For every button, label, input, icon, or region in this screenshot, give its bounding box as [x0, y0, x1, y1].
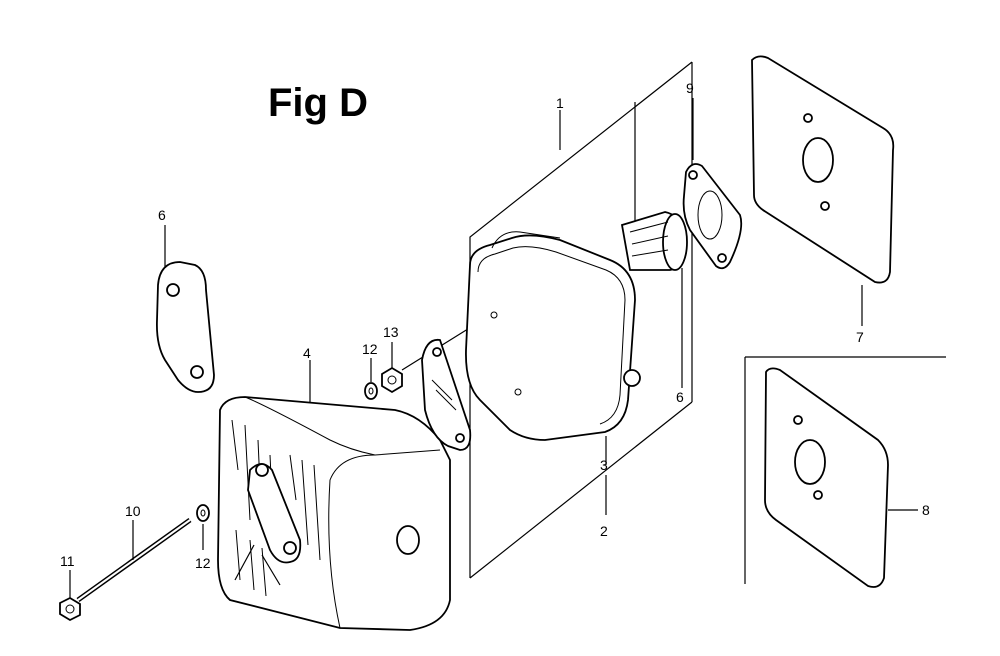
nut	[364, 313, 493, 400]
exhaust-gasket	[682, 98, 743, 270]
callout-12-lower: 12	[195, 555, 211, 571]
callout-2: 2	[600, 523, 608, 539]
washer	[196, 504, 210, 550]
muffler-protector	[217, 360, 451, 631]
callout-12-upper: 12	[362, 341, 378, 357]
callout-7: 7	[856, 329, 864, 345]
spark-arrester-screen	[620, 211, 688, 388]
side-plate	[156, 225, 215, 393]
callout-1: 1	[556, 95, 564, 111]
callout-4: 4	[303, 345, 311, 361]
muffler-body	[465, 231, 641, 515]
insulator-plate-7	[751, 55, 895, 326]
callout-9: 9	[686, 80, 694, 96]
callout-11: 11	[60, 553, 75, 569]
callout-10: 10	[125, 503, 141, 519]
callout-8: 8	[922, 502, 930, 518]
long-bolt	[76, 517, 192, 603]
callout-13: 13	[383, 324, 399, 340]
callout-3: 3	[600, 457, 608, 473]
insulator-plate-8	[744, 356, 946, 588]
heat-gasket	[421, 338, 472, 451]
flange-nut	[59, 570, 81, 622]
figure-title: Fig D	[268, 81, 368, 125]
callout-6-left: 6	[158, 207, 166, 223]
callout-6-right: 6	[676, 389, 684, 405]
